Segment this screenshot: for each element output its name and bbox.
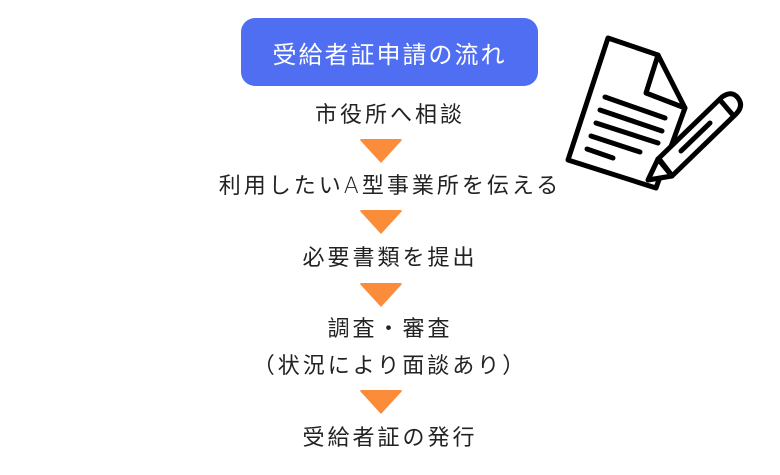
down-arrow-icon (359, 283, 403, 307)
down-arrow-icon (359, 390, 403, 414)
step-2-tell-facility: 利用したいA型事業所を伝える (218, 174, 562, 199)
step-4-investigation-review: 調査・審査 (327, 317, 453, 342)
step-5-issue-certificate: 受給者証の発行 (302, 426, 478, 451)
document-with-pencil-icon (565, 35, 744, 191)
step-3-submit-documents: 必要書類を提出 (302, 246, 478, 271)
step-4-note-interview: （状況により面談あり） (252, 354, 528, 379)
down-arrow-icon (359, 139, 403, 163)
flow-title-banner: 受給者証申請の流れ (241, 18, 538, 86)
step-1-consult-city-office: 市役所へ相談 (314, 103, 465, 128)
down-arrow-icon (359, 210, 403, 234)
flow-title: 受給者証申請の流れ (272, 40, 507, 69)
